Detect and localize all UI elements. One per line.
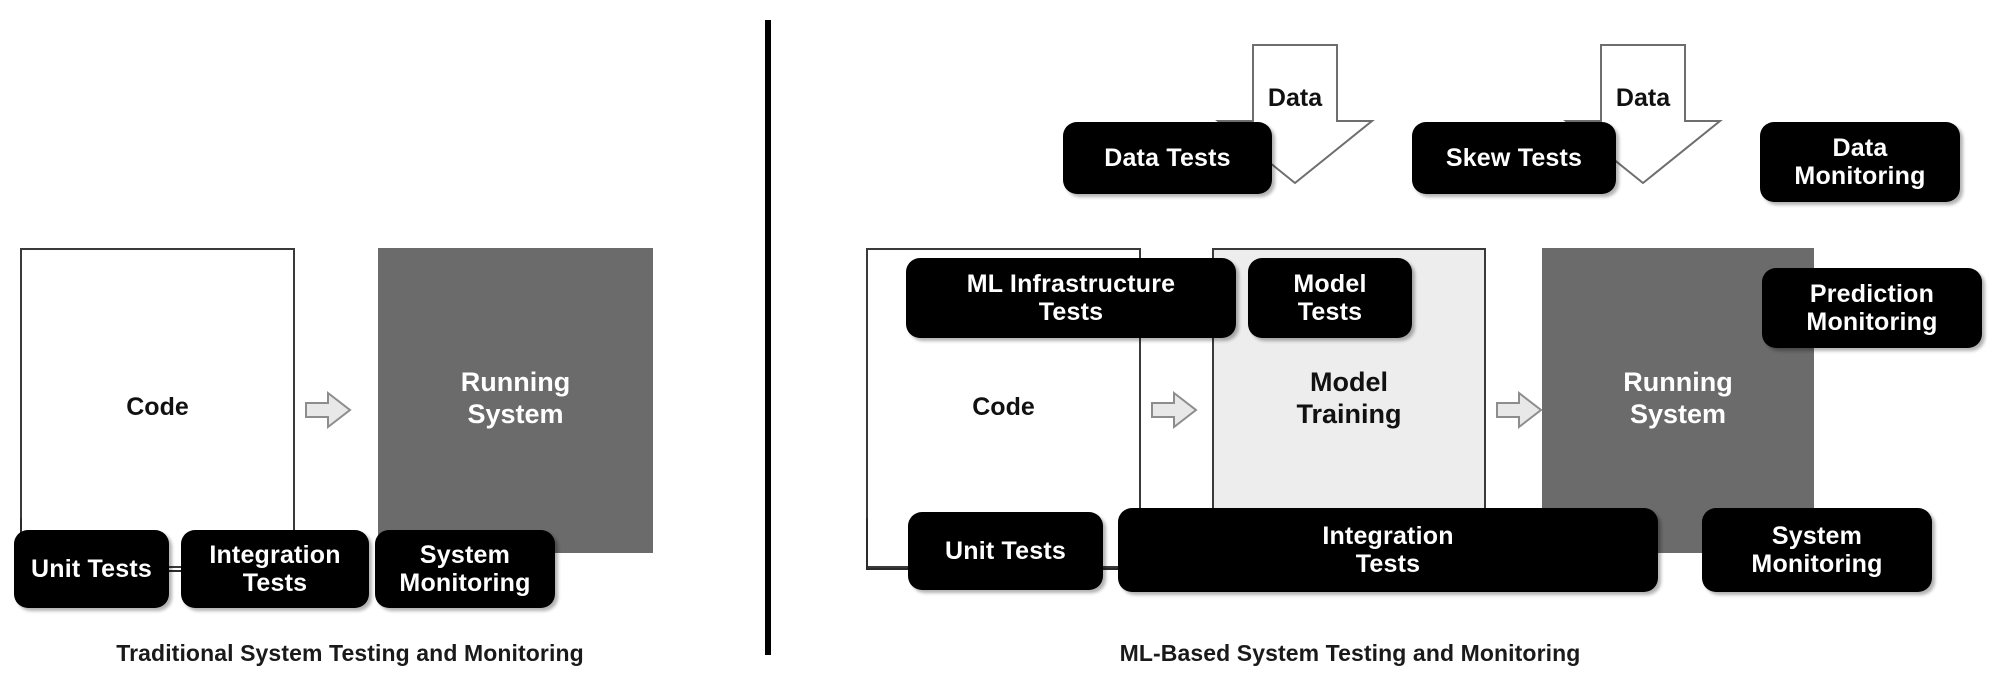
- ml-connector-horizontal-left: [866, 568, 914, 570]
- ml-data-arrow-left-label: Data: [1267, 84, 1323, 112]
- ml-pill-system-monitoring[interactable]: System Monitoring: [1702, 508, 1932, 592]
- ml-running-system-label: Running System: [1623, 367, 1733, 429]
- traditional-pill-integration-tests[interactable]: Integration Tests: [181, 530, 369, 608]
- ml-flow-arrow-2-icon: [1491, 385, 1551, 435]
- traditional-caption: Traditional System Testing and Monitorin…: [116, 640, 584, 666]
- panel-divider: [765, 20, 771, 655]
- ml-pill-integration-tests[interactable]: Integration Tests: [1118, 508, 1658, 592]
- ml-pill-prediction-monitoring[interactable]: Prediction Monitoring: [1762, 268, 1982, 348]
- traditional-running-system-label: Running System: [460, 367, 571, 429]
- ml-code-label: Code: [972, 393, 1035, 421]
- ml-caption: ML-Based System Testing and Monitoring: [1119, 640, 1581, 666]
- ml-pill-model-tests[interactable]: Model Tests: [1248, 258, 1412, 338]
- traditional-pill-unit-tests[interactable]: Unit Tests: [14, 530, 169, 608]
- ml-model-training-label: Model Training: [1296, 367, 1402, 429]
- ml-pill-ml-infrastructure-tests[interactable]: ML Infrastructure Tests: [906, 258, 1236, 338]
- traditional-running-system-stage: [378, 248, 653, 553]
- ml-pill-data-tests[interactable]: Data Tests: [1063, 122, 1272, 194]
- ml-flow-arrow-1-icon: [1146, 385, 1206, 435]
- ml-pill-data-monitoring[interactable]: Data Monitoring: [1760, 122, 1960, 202]
- ml-data-arrow-right-label: Data: [1615, 84, 1671, 112]
- traditional-code-label: Code: [126, 393, 189, 421]
- ml-connector-vertical-left: [866, 518, 868, 570]
- traditional-code-stage: [20, 248, 295, 568]
- ml-pill-skew-tests[interactable]: Skew Tests: [1412, 122, 1616, 194]
- traditional-flow-arrow-icon: [300, 385, 360, 435]
- ml-pill-unit-tests[interactable]: Unit Tests: [908, 512, 1103, 590]
- traditional-pill-system-monitoring[interactable]: System Monitoring: [375, 530, 555, 608]
